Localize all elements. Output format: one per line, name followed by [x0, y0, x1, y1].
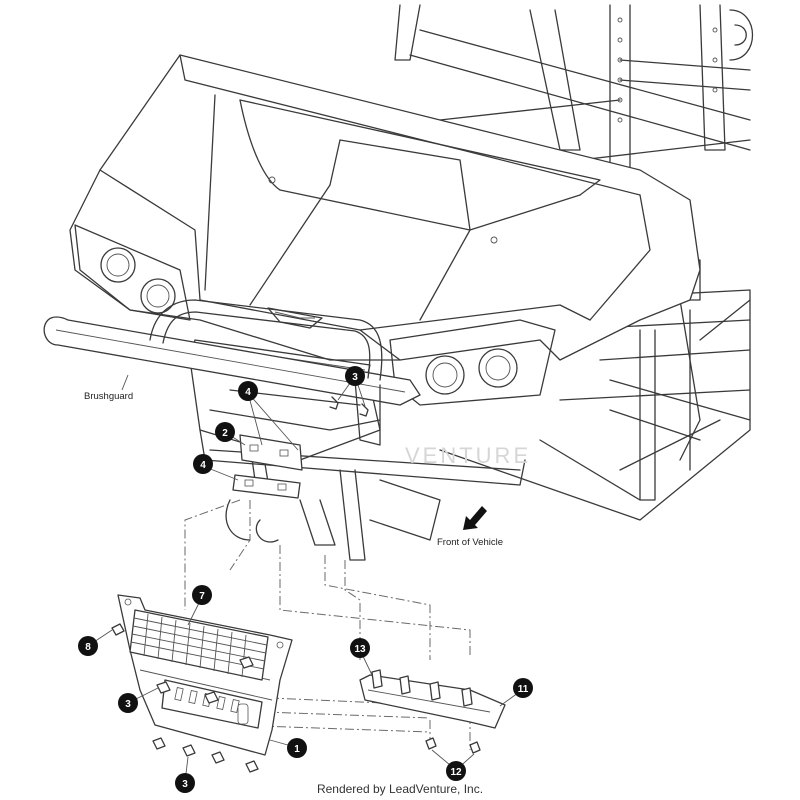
watermark-text: VENTURE — [405, 443, 531, 468]
callout-4-bottom: 4 — [193, 454, 213, 474]
svg-text:11: 11 — [518, 684, 529, 695]
svg-text:3: 3 — [125, 699, 131, 710]
callout-11: 11 — [513, 678, 533, 698]
callout-3-bottom: 3 — [175, 773, 195, 793]
callout-12: 12 — [446, 761, 466, 781]
brushguard-label: Brushguard — [84, 391, 133, 402]
front-of-vehicle-label: Front of Vehicle — [437, 537, 503, 548]
vehicle-frame — [394, 4, 753, 521]
svg-text:3: 3 — [182, 779, 188, 790]
svg-text:3: 3 — [352, 372, 358, 383]
callout-1: 1 — [287, 738, 307, 758]
callout-3-left: 3 — [118, 693, 138, 713]
svg-text:4: 4 — [200, 460, 206, 471]
render-credit: Rendered by LeadVenture, Inc. — [316, 782, 484, 796]
callout-13: 13 — [350, 638, 370, 658]
svg-text:2: 2 — [222, 428, 228, 439]
leader-lines — [184, 499, 471, 750]
svg-text:1: 1 — [294, 744, 300, 755]
svg-text:13: 13 — [354, 644, 366, 655]
mounting-hardware — [225, 396, 441, 561]
svg-text:7: 7 — [199, 591, 205, 602]
svg-text:12: 12 — [450, 767, 462, 778]
bolts — [111, 623, 481, 773]
front-of-vehicle-arrow-icon — [463, 506, 487, 530]
callout-7: 7 — [192, 585, 212, 605]
callout-4-top: 4 — [238, 381, 258, 401]
svg-text:4: 4 — [245, 387, 251, 398]
callout-3-top: 3 — [345, 366, 365, 386]
svg-text:8: 8 — [85, 642, 91, 653]
callout-8: 8 — [78, 636, 98, 656]
mesh-grille — [129, 609, 269, 681]
callout-2: 2 — [215, 422, 235, 442]
bracket-rail — [359, 669, 506, 729]
